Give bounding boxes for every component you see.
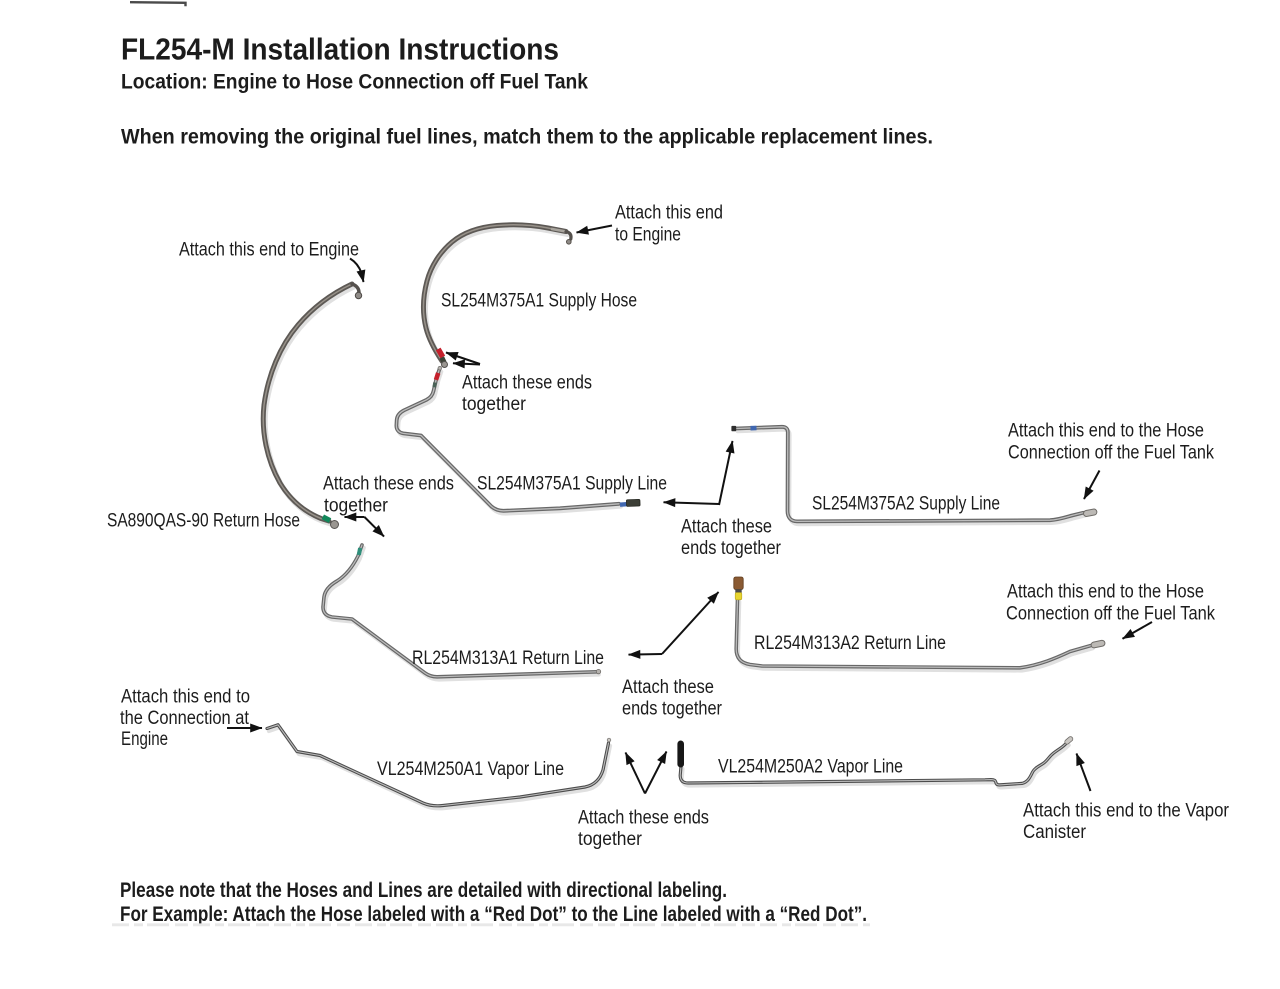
svg-text:together: together: [578, 829, 643, 850]
svg-text:together: together: [324, 496, 389, 517]
svg-text:For Example: Attach the Hose l: For Example: Attach the Hose labeled wit…: [120, 903, 867, 926]
svg-text:Please note that the Hoses and: Please note that the Hoses and Lines are…: [120, 879, 727, 902]
svg-text:Attach these: Attach these: [681, 517, 772, 538]
svg-text:Attach this end: Attach this end: [615, 203, 723, 224]
svg-text:RL254M313A1 Return Line: RL254M313A1 Return Line: [412, 648, 604, 669]
svg-text:Connection off the Fuel Tank: Connection off the Fuel Tank: [1006, 604, 1215, 625]
svg-text:VL254M250A2 Vapor Line: VL254M250A2 Vapor Line: [718, 757, 903, 778]
svg-text:Canister: Canister: [1023, 822, 1087, 843]
svg-text:Attach this end to: Attach this end to: [121, 687, 250, 708]
svg-text:Connection off the Fuel Tank: Connection off the Fuel Tank: [1008, 443, 1214, 464]
svg-text:Attach this end to the Hose: Attach this end to the Hose: [1007, 582, 1204, 603]
svg-text:Attach these ends: Attach these ends: [323, 474, 454, 495]
svg-text:to Engine: to Engine: [615, 225, 681, 246]
svg-text:SL254M375A2 Supply Line: SL254M375A2 Supply Line: [812, 494, 1000, 515]
svg-text:Attach these ends: Attach these ends: [462, 373, 592, 394]
svg-text:Attach this end to the Hose: Attach this end to the Hose: [1008, 421, 1204, 442]
svg-text:SL254M375A1 Supply Hose: SL254M375A1 Supply Hose: [441, 291, 637, 312]
svg-text:SA890QAS-90 Return Hose: SA890QAS-90 Return Hose: [107, 511, 300, 532]
svg-text:Attach this end to Engine: Attach this end to Engine: [179, 240, 359, 261]
svg-text:Attach this end to the Vapor: Attach this end to the Vapor: [1023, 801, 1230, 822]
svg-text:Location: Engine to Hose Conne: Location: Engine to Hose Connection off …: [121, 71, 588, 94]
svg-text:When removing the original fue: When removing the original fuel lines, m…: [121, 125, 933, 148]
svg-text:VL254M250A1 Vapor Line: VL254M250A1 Vapor Line: [377, 759, 564, 780]
svg-text:ends together: ends together: [681, 538, 782, 559]
svg-text:together: together: [462, 394, 527, 415]
svg-text:Engine: Engine: [121, 729, 168, 750]
svg-text:Attach these: Attach these: [622, 677, 714, 698]
svg-text:FL254-M Installation Instructi: FL254-M Installation Instructions: [121, 31, 559, 66]
svg-text:RL254M313A2 Return Line: RL254M313A2 Return Line: [754, 633, 946, 654]
svg-text:ends together: ends together: [622, 699, 723, 720]
svg-text:Attach these ends: Attach these ends: [578, 808, 709, 829]
svg-text:SL254M375A1 Supply Line: SL254M375A1 Supply Line: [477, 474, 667, 495]
svg-text:the Connection at: the Connection at: [120, 708, 250, 729]
